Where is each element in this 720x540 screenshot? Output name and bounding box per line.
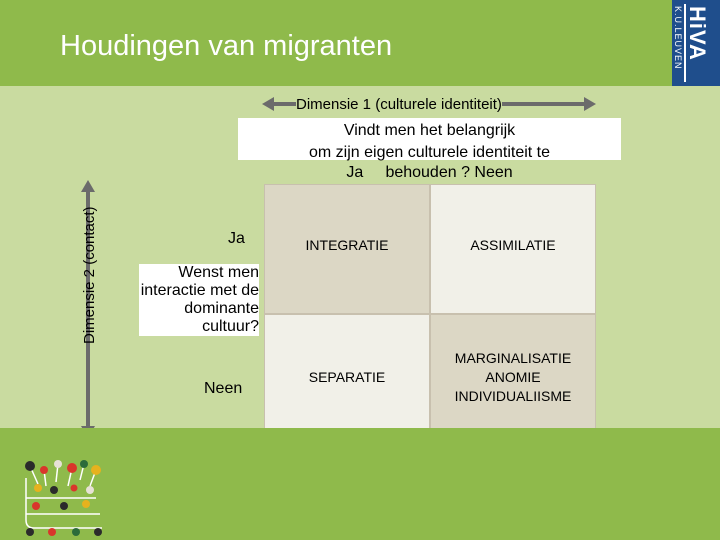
dimension2-label: Dimensie 2 (contact) (81, 206, 98, 344)
dimension2-question-line: Wenst men (178, 264, 259, 281)
bead-rack-illustration (25, 460, 102, 536)
dimension1-question-line2: om zijn eigen culturele identiteit te (308, 144, 551, 161)
cell-assimilation: ASSIMILATIE (430, 184, 596, 314)
assimilation-label: ASSIMILATIE (470, 237, 556, 253)
logo-wordmark: HiVA (685, 6, 710, 61)
marginalisation-label: MARGINALISATIE (454, 350, 572, 366)
cell-marginalisation: MARGINALISATIE ANOMIE INDIVIDUALIISME (430, 314, 596, 442)
dimension1-question-line1: Vindt men het belangrijk (343, 122, 516, 139)
logo-divider (684, 4, 686, 82)
dimension2-yes: Ja (228, 230, 245, 247)
anomie-label: ANOMIE (485, 369, 541, 385)
dimension2-question-line: cultuur? (202, 318, 259, 335)
dimension2-no: Neen (204, 380, 243, 397)
footer-band (0, 428, 720, 540)
dimension2-question-line: dominante (184, 300, 259, 317)
dimension2-question: Wenst men interactie met de dominante cu… (138, 264, 259, 336)
hiva-logo: K.U.LEUVEN HiVA (672, 0, 720, 86)
marginalisation-labels: MARGINALISATIE ANOMIE INDIVIDUALIISME (431, 349, 595, 406)
dimension1-label: Dimensie 1 (culturele identiteit) (296, 96, 502, 113)
logo-subtext: K.U.LEUVEN (673, 6, 683, 70)
header-band (0, 0, 720, 86)
dimension2-question-line: interactie met de (140, 282, 259, 299)
integration-label: INTEGRATIE (305, 237, 389, 253)
cell-separation: SEPARATIE (264, 314, 430, 442)
separation-label: SEPARATIE (308, 369, 386, 385)
individualism-label: INDIVIDUALIISME (454, 388, 572, 404)
cell-integration: INTEGRATIE (264, 184, 430, 314)
slide-title: Houdingen van migranten (60, 30, 393, 62)
dimension1-question-line3: Ja behouden ? Neen (346, 164, 513, 181)
dimension1-question-box (238, 118, 621, 160)
